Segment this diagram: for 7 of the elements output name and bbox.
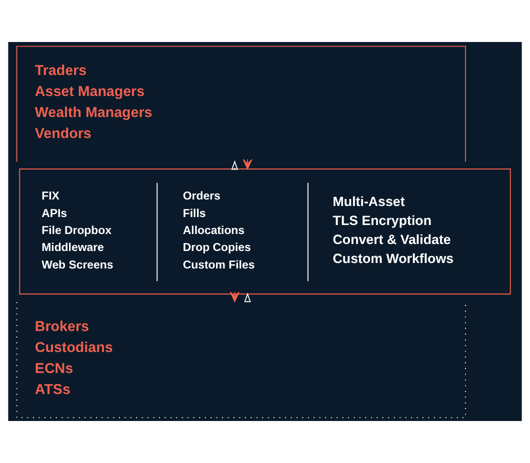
node-text: FIX APIs File Dropbox Middleware Web Screens: [42, 190, 114, 272]
node-text: Orders Fills Allocations Drop Copies Custom Files: [182, 190, 255, 272]
node-text: Traders Asset Managers Wealth Managers Vendors: [34, 62, 152, 142]
arrow: [242, 158, 252, 170]
cluster: [19, 168, 511, 294]
node-text: Multi-Asset TLS Encryption Convert & Validate Custom Workflows: [332, 194, 454, 266]
node-text: Brokers Custodians ECNs ATSs: [34, 318, 113, 398]
